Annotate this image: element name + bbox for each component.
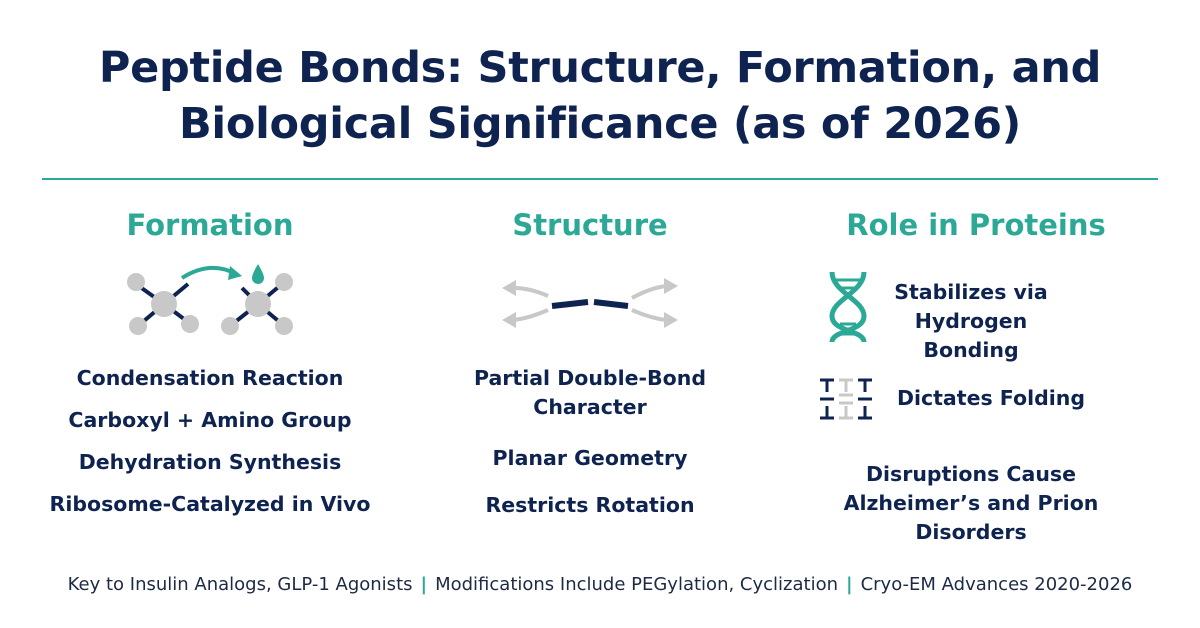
role-item-2-line-1: Dictates Folding [896,386,1086,410]
footer-separator-2: | [846,574,853,595]
role-item-1-line-1: Stabilizes via [894,280,1048,304]
left-molecule [127,273,199,335]
role-heading: Role in Proteins [846,208,1106,242]
role-item-1-line-2: Hydrogen Bonding [914,309,1028,362]
role-item-1: Stabilizes via Hydrogen Bonding [876,278,1066,365]
title-line-1: Peptide Bonds: Structure, Formation, and [98,43,1102,93]
structure-list: Partial Double-Bond Character Planar Geo… [390,364,790,520]
role-item-3-line-3: Disorders [915,520,1027,544]
peptide-bond-line [551,299,589,309]
structure-item-2: Planar Geometry [492,446,688,470]
structure-heading: Structure [512,208,668,242]
role-item-2: Dictates Folding [886,384,1096,413]
formation-list: Condensation Reaction Carboxyl + Amino G… [10,364,410,519]
formation-item-3: Dehydration Synthesis [78,450,342,474]
role-item-3: Disruptions Cause Alzheimer’s and Prion … [826,460,1116,547]
title-divider [42,178,1158,180]
formation-item-1: Condensation Reaction [76,366,344,390]
footer-part-2: Modifications Include PEGylation, Cycliz… [435,574,838,595]
reaction-arrow [180,266,237,280]
page-title: Peptide Bonds: Structure, Formation, and… [0,40,1200,152]
planar-bond-rotation-icon [502,278,678,328]
footer-part-3: Cryo-EM Advances 2020-2026 [860,574,1133,595]
title-line-2: Biological Significance (as of 2026) [178,99,1022,149]
role-item-3-line-1: Disruptions Cause [865,462,1077,486]
formation-heading: Formation [126,208,294,242]
molecule-condensation-icon [127,264,293,335]
folding-ladder-icon [820,378,872,420]
formation-item-2: Carboxyl + Amino Group [68,408,352,432]
structure-item-1-line-1: Partial Double-Bond [473,366,707,390]
right-molecule [221,273,293,335]
structure-item-1-line-2: Character [533,395,647,419]
footer-bar: Key to Insulin Analogs, GLP-1 Agonists | M… [0,572,1200,598]
footer-part-1: Key to Insulin Analogs, GLP-1 Agonists [67,574,413,595]
water-drop-icon [252,264,264,284]
structure-item-3: Restricts Rotation [485,493,695,517]
dna-helix-icon [829,271,867,343]
role-item-3-line-2: Alzheimer’s and Prion [843,491,1099,515]
footer-separator-1: | [420,574,428,595]
formation-item-4: Ribosome-Catalyzed in Vivo [49,492,371,516]
